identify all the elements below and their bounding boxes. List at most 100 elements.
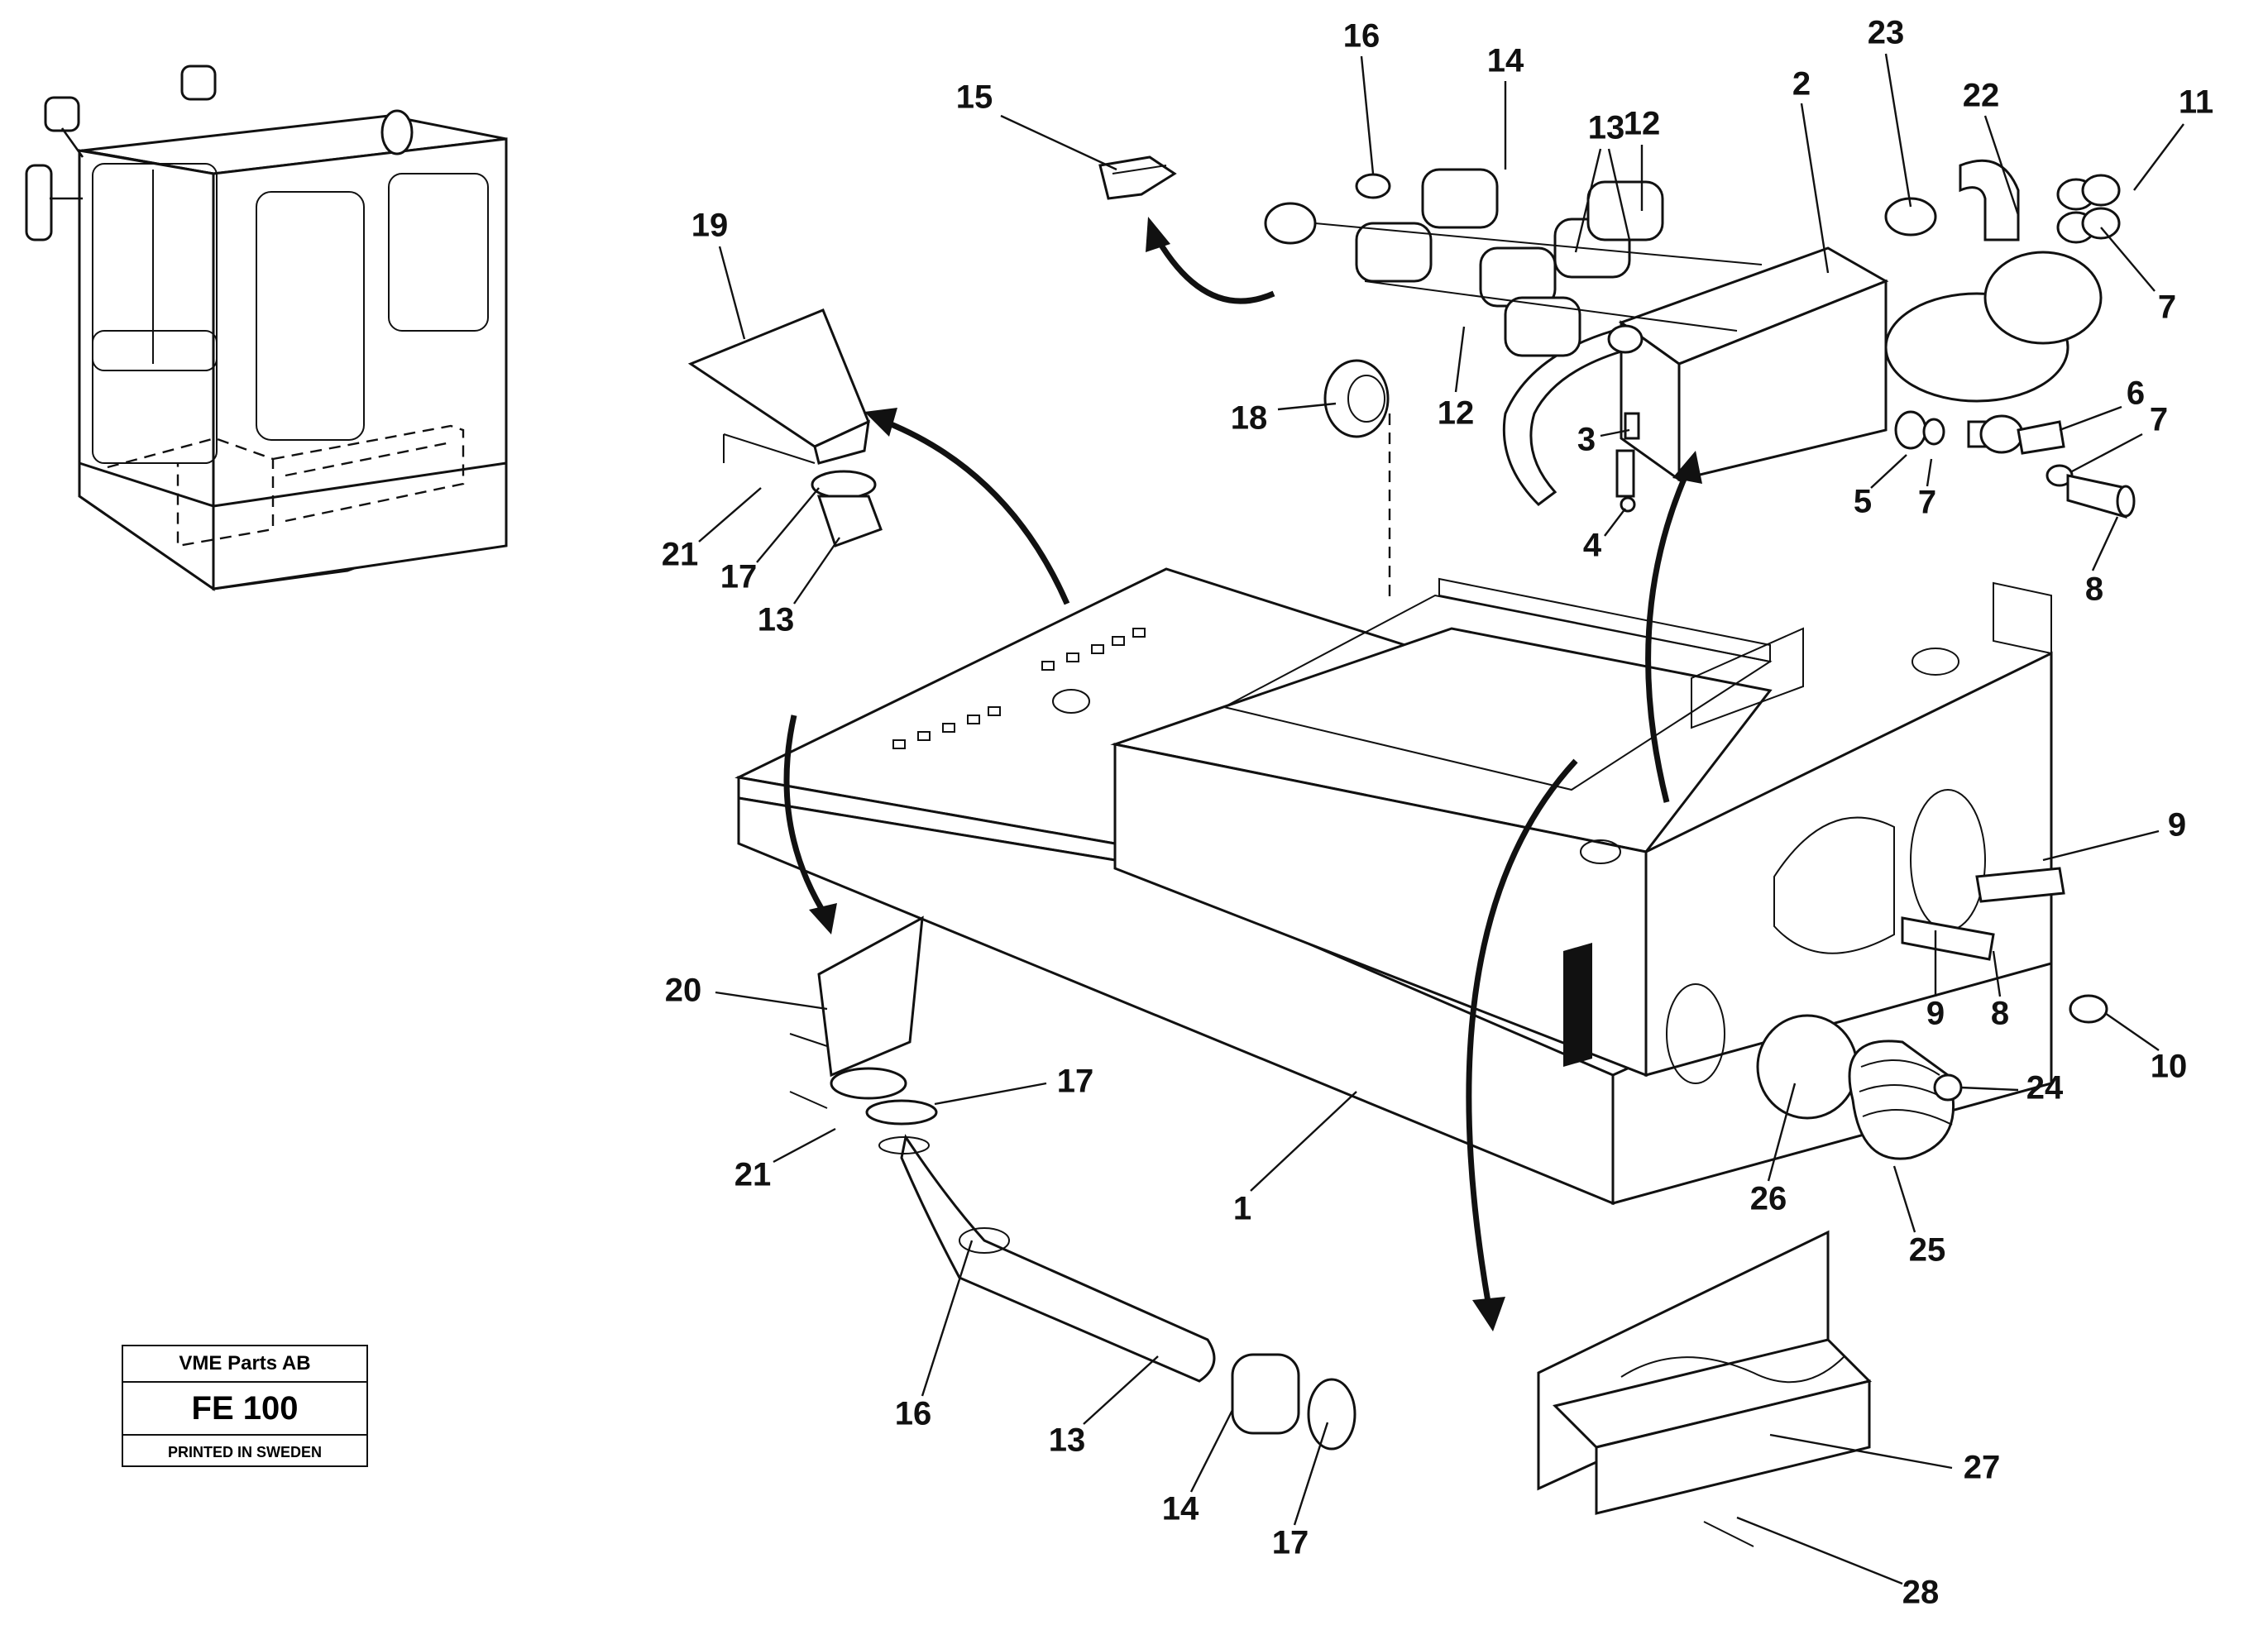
callout-leader-c12b <box>1454 326 1466 393</box>
callout-leader-c24 <box>1959 1086 2019 1092</box>
callout-leader-c5 <box>1870 454 1907 489</box>
main-housing-drawing <box>734 567 2053 1206</box>
boot-ring-drawing <box>1756 1014 1963 1160</box>
callout-leader-c8a <box>2091 516 2119 571</box>
callout-leader-c13b <box>1607 148 1631 241</box>
callout-leader-c11 <box>2133 123 2184 191</box>
callout-number-c21a: 21 <box>662 537 699 573</box>
duct-hose-drawing <box>878 1134 1216 1383</box>
callout-number-c8b: 8 <box>1991 996 2009 1032</box>
cab-overview-drawing <box>25 65 508 591</box>
rods-right-drawing <box>1901 867 2108 1024</box>
callout-leader-c26 <box>1767 1083 1797 1182</box>
callout-leader-c3 <box>1600 428 1630 437</box>
callout-number-c28: 28 <box>1902 1575 1940 1611</box>
callout-number-c18: 18 <box>1231 400 1268 437</box>
callout-number-c19: 19 <box>691 208 729 244</box>
callout-leader-c20 <box>715 991 828 1011</box>
callout-number-c16a: 16 <box>1343 18 1380 55</box>
callout-leader-c17c <box>1293 1422 1329 1526</box>
callout-leader-c7b <box>2071 433 2143 473</box>
stamp-printed: PRINTED IN SWEDEN <box>167 1444 322 1460</box>
heater-unit-drawing <box>1502 159 2103 506</box>
callout-leader-c4 <box>1604 508 1626 537</box>
callout-number-c16b: 16 <box>895 1396 932 1432</box>
callout-number-c13c: 13 <box>758 602 795 638</box>
callout-number-c5: 5 <box>1854 484 1872 520</box>
tray-27-drawing <box>1537 1230 1872 1547</box>
hose-sleeves-drawing <box>1264 168 1763 357</box>
callout-number-c1: 1 <box>1233 1191 1251 1227</box>
callout-number-c6: 6 <box>2127 375 2145 412</box>
callout-leader-c9a <box>2042 829 2160 862</box>
callout-number-c12b: 12 <box>1438 395 1475 432</box>
callout-leader-c7c <box>1926 458 1933 487</box>
stamp-company: VME Parts AB <box>123 1346 366 1383</box>
callout-number-c13a: 13 <box>1588 110 1625 146</box>
callout-number-c25: 25 <box>1909 1232 1946 1269</box>
callout-number-c14a: 14 <box>1487 43 1524 79</box>
sleeve-clamp-lower-drawing <box>1231 1353 1356 1451</box>
callout-number-c21b: 21 <box>734 1157 772 1193</box>
callout-leader-c18 <box>1277 402 1337 411</box>
callout-leader-c16a <box>1360 55 1375 174</box>
title-stamp: VME Parts AB FE 100 PRINTED IN SWEDEN <box>122 1345 368 1467</box>
grommet-18-drawing <box>1323 359 1391 600</box>
callout-number-c22: 22 <box>1963 78 2000 114</box>
valve-3-4-drawing <box>1615 412 1640 513</box>
callout-number-c9b: 9 <box>1926 996 1945 1032</box>
callout-number-c11: 11 <box>2179 84 2213 121</box>
callout-number-c14b: 14 <box>1162 1491 1199 1527</box>
nozzle-15-drawing <box>1098 155 1177 200</box>
callout-leader-c2 <box>1800 103 1830 274</box>
callout-number-c7a: 7 <box>2158 289 2176 326</box>
callout-number-c10: 10 <box>2151 1049 2188 1085</box>
callout-leader-c25 <box>1892 1165 1916 1233</box>
callout-number-c26: 26 <box>1750 1181 1787 1217</box>
callout-number-c24: 24 <box>2026 1070 2064 1107</box>
callout-number-c9a: 9 <box>2168 807 2186 844</box>
callout-leader-c6 <box>2059 405 2122 432</box>
callout-leader-c23 <box>1884 53 1912 208</box>
callout-leader-c19 <box>718 246 746 340</box>
callout-leader-c16b <box>921 1240 974 1397</box>
callout-leader-c17a <box>756 487 820 563</box>
callout-number-c23: 23 <box>1868 15 1905 51</box>
callout-number-c17b: 17 <box>1057 1064 1094 1100</box>
callout-number-c17a: 17 <box>720 559 758 595</box>
callout-leader-c17b <box>934 1082 1047 1106</box>
callout-leader-c14b <box>1189 1409 1234 1493</box>
diffuser-20-drawing <box>789 915 938 1126</box>
callout-leader-c21a <box>698 487 762 543</box>
callout-number-c3: 3 <box>1577 422 1596 458</box>
callout-number-c13d: 13 <box>1049 1422 1086 1459</box>
callout-number-c8a: 8 <box>2085 571 2103 608</box>
callout-leader-c7a <box>2100 227 2156 292</box>
callout-number-c7b: 7 <box>2150 402 2168 438</box>
callout-number-c20: 20 <box>665 973 702 1009</box>
callout-number-c15: 15 <box>956 79 993 116</box>
callout-leader-c13c <box>793 537 840 605</box>
callout-number-c7c: 7 <box>1918 485 1936 521</box>
callout-number-c2: 2 <box>1792 66 1811 103</box>
callout-leader-c15 <box>1000 114 1117 171</box>
fittings-right-drawing <box>1894 410 2136 519</box>
callout-number-c12a: 12 <box>1624 106 1661 142</box>
callout-leader-c27 <box>1769 1433 1953 1470</box>
diffuser-19-drawing <box>687 308 883 547</box>
callout-leader-c8b <box>1992 950 2002 997</box>
clamps-11-drawing <box>2056 174 2121 244</box>
callout-leader-c28 <box>1736 1516 1903 1585</box>
flow-arrows <box>783 217 1702 1331</box>
callout-leader-c13a <box>1574 148 1602 253</box>
callout-leader-c10 <box>2104 1012 2160 1051</box>
stamp-code: FE 100 <box>123 1383 366 1436</box>
callout-leader-c21b <box>773 1127 836 1164</box>
callout-leader-c1 <box>1250 1091 1357 1192</box>
callout-number-c27: 27 <box>1964 1450 2001 1486</box>
callout-number-c4: 4 <box>1583 528 1602 564</box>
callout-leader-c13d <box>1083 1355 1159 1425</box>
callout-number-c17c: 17 <box>1272 1525 1309 1561</box>
